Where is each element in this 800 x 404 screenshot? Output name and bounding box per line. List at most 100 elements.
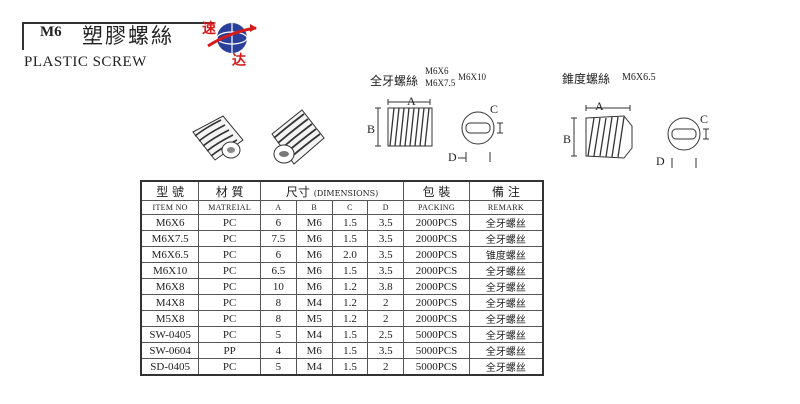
cell-dim-a: 7.5: [260, 230, 297, 247]
cell-material: PC: [198, 310, 262, 327]
cell-dim-b: M6: [295, 278, 333, 295]
logo-char-top: 速: [202, 20, 216, 36]
col-dimensions-en: (DIMENSIONS): [313, 188, 379, 198]
cell-packing: 2000PCS: [403, 278, 470, 295]
spec-table: 型 號 材 質 尺寸 (DIMENSIONS) 包 裝 備 注 ITEM NO …: [140, 180, 544, 376]
cell-dim-d: 2: [367, 358, 405, 376]
col-packing-en: PACKING: [403, 200, 470, 215]
cell-dim-b: M6: [295, 342, 333, 359]
full-thread-title: 全牙螺絲: [370, 74, 419, 88]
full-thread-model-1: M6X6: [425, 66, 449, 76]
cell-dim-a: 5: [260, 326, 297, 343]
product-title-cn: 塑膠螺絲: [82, 24, 174, 48]
cell-dim-b: M4: [295, 358, 333, 376]
cell-remark: 锥度螺丝: [468, 246, 544, 263]
product-title-en: PLASTIC SCREW: [24, 54, 147, 70]
cell-material: PC: [198, 214, 262, 231]
cell-item-no: SD-0405: [140, 358, 200, 376]
cell-dim-b: M6: [295, 214, 333, 231]
cell-dim-c: 1.2: [331, 294, 369, 311]
col-d: D: [367, 200, 405, 215]
col-dimensions: 尺寸 (DIMENSIONS): [260, 180, 405, 201]
product-code: M6: [40, 24, 62, 40]
cell-item-no: M6X7.5: [140, 230, 200, 247]
cell-dim-d: 3.5: [367, 230, 405, 247]
cell-remark: 全牙螺丝: [468, 310, 544, 327]
cell-dim-c: 1.5: [331, 326, 369, 343]
col-c: C: [331, 200, 369, 215]
logo-char-bottom: 达: [232, 52, 246, 68]
company-logo: [207, 23, 257, 53]
col-item-en: ITEM NO: [140, 200, 200, 215]
cell-remark: 全牙螺丝: [468, 294, 544, 311]
cell-dim-a: 10: [260, 278, 297, 295]
cell-dim-a: 8: [260, 294, 297, 311]
cell-dim-a: 6: [260, 246, 297, 263]
cell-packing: 2000PCS: [403, 230, 470, 247]
cell-dim-d: 3.5: [367, 214, 405, 231]
cell-remark: 全牙螺丝: [468, 326, 544, 343]
col-dimensions-cn: 尺寸: [285, 184, 310, 199]
cell-remark: 全牙螺丝: [468, 278, 544, 295]
cell-item-no: M6X10: [140, 262, 200, 279]
cell-dim-c: 1.2: [331, 310, 369, 327]
header-frame: [22, 22, 214, 50]
cell-dim-c: 1.5: [331, 214, 369, 231]
taper-thread-drawing: [571, 105, 709, 168]
cell-dim-b: M5: [295, 310, 333, 327]
cell-packing: 2000PCS: [403, 310, 470, 327]
taper-dim-c: C: [700, 112, 709, 126]
cell-dim-b: M4: [295, 326, 333, 343]
cell-material: PC: [198, 230, 262, 247]
cell-dim-d: 2: [367, 310, 405, 327]
cell-material: PC: [198, 358, 262, 376]
cell-item-no: M4X8: [140, 294, 200, 311]
cell-dim-d: 3.5: [367, 246, 405, 263]
cell-dim-d: 2: [367, 294, 405, 311]
cell-remark: 全牙螺丝: [468, 342, 544, 359]
full-dim-a: A: [407, 94, 416, 108]
cell-item-no: SW-0604: [140, 342, 200, 359]
full-thread-drawing: [375, 99, 503, 162]
taper-dim-a: A: [595, 99, 604, 113]
cell-packing: 2000PCS: [403, 214, 470, 231]
cell-item-no: M5X8: [140, 310, 200, 327]
full-dim-b: B: [367, 122, 376, 136]
cell-packing: 2000PCS: [403, 246, 470, 263]
cell-packing: 5000PCS: [403, 358, 470, 376]
col-b: B: [295, 200, 333, 215]
cell-dim-c: 1.5: [331, 358, 369, 376]
cell-dim-c: 1.5: [331, 262, 369, 279]
cell-material: PC: [198, 278, 262, 295]
col-remark-cn: 備 注: [468, 180, 544, 201]
cell-material: PC: [198, 262, 262, 279]
cell-dim-c: 1.2: [331, 278, 369, 295]
cell-dim-d: 3.5: [367, 342, 405, 359]
col-item-cn: 型 號: [140, 180, 200, 201]
full-dim-c: C: [490, 102, 499, 116]
cell-dim-c: 1.5: [331, 230, 369, 247]
taper-dim-d: D: [656, 154, 665, 168]
cell-dim-b: M4: [295, 294, 333, 311]
cell-dim-b: M6: [295, 246, 333, 263]
cell-packing: 2000PCS: [403, 262, 470, 279]
full-dim-d: D: [448, 150, 457, 164]
cell-dim-b: M6: [295, 262, 333, 279]
cell-packing: 5000PCS: [403, 342, 470, 359]
col-packing-cn: 包 裝: [403, 180, 470, 201]
taper-dim-b: B: [563, 132, 572, 146]
cell-item-no: SW-0405: [140, 326, 200, 343]
col-a: A: [260, 200, 297, 215]
taper-thread-model: M6X6.5: [622, 72, 656, 83]
screw-photo-small: [192, 115, 244, 161]
cell-item-no: M6X6: [140, 214, 200, 231]
